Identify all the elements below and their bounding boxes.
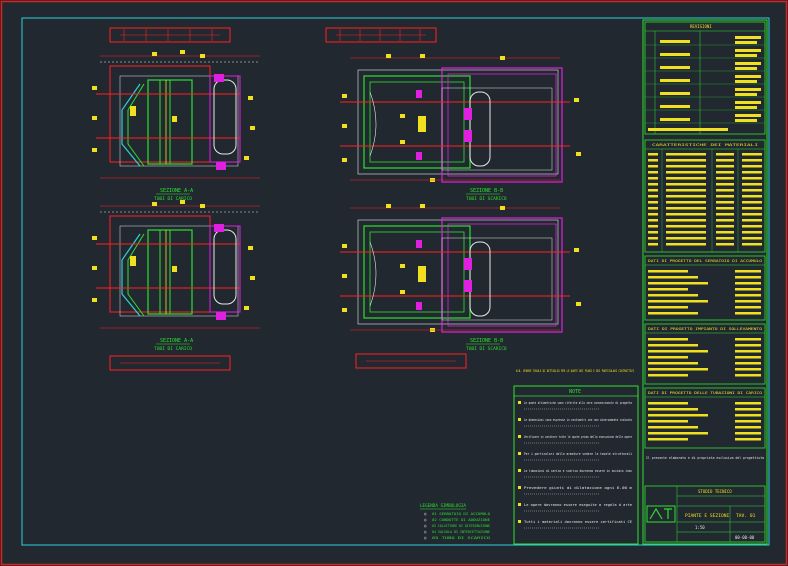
legend-symbol: ◎ bbox=[424, 529, 427, 534]
section4-title: DATI DI PROGETTO IMPIANTO DI SOLLEVAMENT… bbox=[648, 327, 762, 331]
note-line: Le tubazioni di carico e scarico dovrann… bbox=[524, 469, 632, 473]
notes-title: NOTE bbox=[569, 389, 581, 395]
note-line: Verificare in cantiere tutte le quote pr… bbox=[524, 435, 632, 439]
view-a-top-sub: TUBI DI CARICO bbox=[154, 196, 192, 202]
view-b-bottom: SEZIONE B-B TUBI DI SCARICO bbox=[340, 204, 581, 352]
note-line: Prevedere giunti di dilatazione ogni 6.0… bbox=[524, 486, 632, 490]
legend-item: 02 CONDOTTE DI ADDUZIONE bbox=[432, 518, 490, 522]
tank-data-table: DATI DI PROGETTO DEL SERBATOIO DI ACCUMU… bbox=[644, 255, 766, 321]
legend-symbol: ◎ bbox=[424, 517, 427, 522]
view-a-top: SEZIONE A-A TUBI DI CARICO bbox=[92, 27, 260, 202]
view-a-bottom-section: SEZIONE A-A bbox=[160, 338, 193, 344]
revisions-title: REVISIONI bbox=[690, 24, 712, 29]
legend-item: 03 COLLETTORE DI DISTRIBUZIONE bbox=[432, 524, 490, 528]
legend-title: LEGENDA SIMBOLOGIA bbox=[420, 503, 466, 508]
notes-box: NOTE Le quote altimetriche sono riferite… bbox=[513, 385, 639, 545]
company-name: STUDIO TECNICO bbox=[698, 489, 732, 494]
legend-symbol: ◎ bbox=[424, 511, 427, 516]
scale-value: 1:50 bbox=[695, 525, 705, 530]
view-b-bottom-section: SEZIONE B-B bbox=[470, 338, 503, 344]
note-line: Le opere dovranno essere eseguite a rego… bbox=[524, 503, 632, 507]
sheet-number: TAV. 01 bbox=[736, 513, 756, 519]
note-line: Le dimensioni sono espresse in centimetr… bbox=[524, 418, 632, 422]
stamp-block: STUDIO TECNICO PIANTE E SEZIONI TAV. 01 … bbox=[644, 485, 766, 543]
materials-title: CARATTERISTICHE DEI MATERIALI bbox=[652, 142, 758, 147]
view-b-top-sub: TUBI DI SCARICO bbox=[466, 196, 507, 202]
revisions-table: REVISIONI bbox=[644, 21, 766, 135]
note-line: Per i particolari delle armature vedere … bbox=[524, 452, 632, 456]
pump-data-table: DATI DI PROGETTO IMPIANTO DI SOLLEVAMENT… bbox=[644, 323, 766, 385]
view-a-top-section: SEZIONE A-A bbox=[160, 188, 193, 194]
legend-item: 04 VALVOLA DI INTERCETTAZIONE bbox=[432, 530, 490, 534]
company-logo bbox=[646, 505, 676, 523]
pipes-data-table: DATI DI PROGETTO DELLE TUBAZIONI DI CARI… bbox=[644, 387, 766, 449]
view-b-bottom-sub: TUBI DI SCARICO bbox=[466, 346, 507, 352]
view-a-bottom-sub: TUBI DI CARICO bbox=[154, 346, 192, 352]
note-line: Le quote altimetriche sono riferite allo… bbox=[524, 401, 632, 405]
project-name: PIANTE E SEZIONI bbox=[685, 513, 729, 519]
view-b-top: SEZIONE B-B TUBI DI SCARICO bbox=[325, 27, 581, 202]
view-a-bottom: SEZIONE A-A TUBI DI CARICO bbox=[92, 200, 260, 352]
plan-note: N.B. VEDERE TAVOLE DI DETTAGLIO PER LE Q… bbox=[516, 369, 634, 373]
footer-note: Il presente elaborato e di proprieta esc… bbox=[646, 456, 764, 460]
legend-symbol: ◎ bbox=[424, 523, 427, 528]
section5-title: DATI DI PROGETTO DELLE TUBAZIONI DI CARI… bbox=[648, 391, 762, 395]
plan-views: SEZIONE A-A TUBI DI CARICO SEZIONE B-B TUBI… bbox=[92, 27, 581, 371]
legend-symbol: ◎ bbox=[424, 535, 427, 540]
title-block: REVISIONI CARATTERISTICHE DEI MATERIALI … bbox=[642, 19, 768, 545]
view-b-top-section: SEZIONE B-B bbox=[470, 188, 503, 194]
date-value: 00-00-00 bbox=[735, 535, 755, 540]
note-line: Tutti i materiali dovranno essere certif… bbox=[524, 520, 632, 524]
inner-frame bbox=[21, 17, 770, 546]
legend: LEGENDA SIMBOLOGIA ◎ 01 SERBATOIO DI ACCU… bbox=[420, 503, 490, 540]
legend-item: 05 TUBO DI SCARICO bbox=[432, 536, 490, 540]
materials-table: CARATTERISTICHE DEI MATERIALI bbox=[644, 139, 766, 253]
section3-title: DATI DI PROGETTO DEL SERBATOIO DI ACCUMU… bbox=[648, 259, 762, 263]
legend-item: 01 SERBATOIO DI ACCUMULO bbox=[432, 512, 490, 516]
plan-note-text: N.B. VEDERE TAVOLE DI DETTAGLIO PER LE Q… bbox=[516, 369, 634, 373]
